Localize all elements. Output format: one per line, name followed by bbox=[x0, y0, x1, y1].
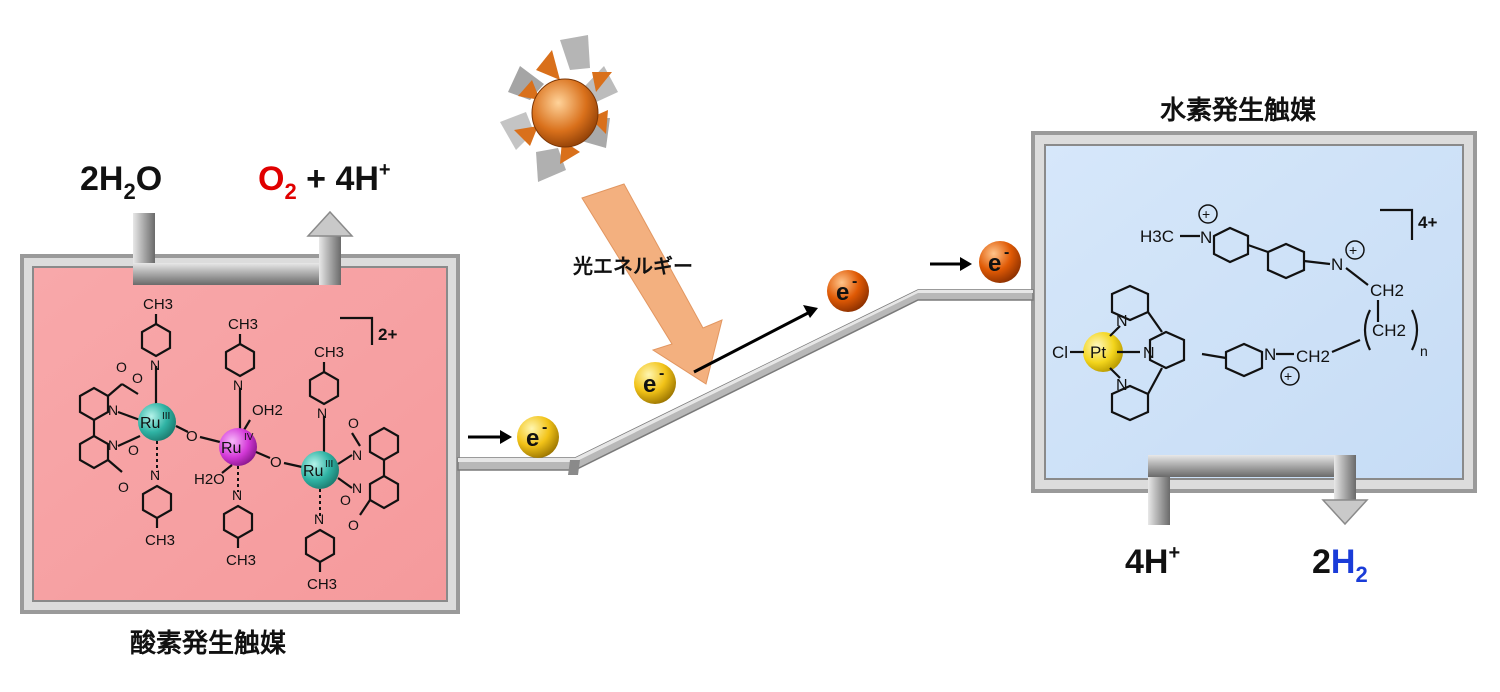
svg-text:Ru: Ru bbox=[303, 463, 323, 480]
electron-arrow-diagonal bbox=[693, 305, 818, 374]
svg-text:CH3: CH3 bbox=[226, 552, 256, 569]
svg-text:O: O bbox=[118, 479, 129, 495]
svg-text:O: O bbox=[270, 454, 282, 471]
svg-text:+: + bbox=[1284, 368, 1292, 384]
svg-text:O: O bbox=[128, 442, 139, 458]
svg-text:-: - bbox=[1004, 244, 1009, 261]
svg-text:N: N bbox=[150, 357, 160, 373]
electron-yellow-2: e - bbox=[634, 362, 676, 404]
oxygen-pipe bbox=[133, 210, 354, 285]
ru-mid-atom bbox=[219, 428, 257, 466]
svg-text:-: - bbox=[852, 273, 857, 290]
pt-complex-charge: 4+ bbox=[1418, 213, 1437, 232]
svg-text:N: N bbox=[232, 487, 242, 503]
svg-text:N: N bbox=[108, 402, 118, 418]
hydrogen-output-label: 2H2 bbox=[1312, 543, 1368, 587]
svg-text:CH3: CH3 bbox=[143, 296, 173, 313]
ru-complex-charge: 2+ bbox=[378, 325, 397, 344]
svg-text:-: - bbox=[542, 419, 547, 436]
svg-text:2H2O: 2H2O bbox=[80, 160, 162, 204]
svg-text:N: N bbox=[150, 467, 160, 483]
svg-text:e: e bbox=[643, 371, 656, 398]
svg-text:CH3: CH3 bbox=[307, 576, 337, 593]
svg-text:O: O bbox=[116, 359, 127, 375]
svg-text:Cl: Cl bbox=[1052, 343, 1068, 362]
svg-text:N: N bbox=[1200, 228, 1212, 247]
light-energy-label: 光エネルギー bbox=[572, 254, 693, 278]
svg-text:III: III bbox=[325, 459, 333, 470]
svg-text:2H2: 2H2 bbox=[1312, 543, 1368, 587]
ru-trimer-structure: 2+ CH3 N CH3 N OH2 CH3 N N N O O O bbox=[78, 296, 400, 593]
electron-orange-1: e - bbox=[827, 270, 869, 312]
svg-text:N: N bbox=[1264, 345, 1276, 364]
proton-input-label: 4H+ bbox=[1125, 542, 1180, 581]
svg-text:CH2: CH2 bbox=[1296, 347, 1330, 366]
svg-text:N: N bbox=[1116, 313, 1128, 330]
oxygen-catalyst-caption: 酸素発生触媒 bbox=[130, 629, 287, 659]
svg-text:+: + bbox=[1349, 242, 1357, 258]
svg-text:III: III bbox=[162, 411, 170, 422]
svg-text:e: e bbox=[836, 279, 849, 306]
sun-icon bbox=[500, 35, 618, 182]
svg-text:H2O: H2O bbox=[194, 471, 225, 488]
svg-text:CH2: CH2 bbox=[1370, 281, 1404, 300]
electron-orange-2: e - bbox=[979, 241, 1021, 283]
svg-text:N: N bbox=[108, 437, 118, 453]
svg-text:O: O bbox=[348, 517, 359, 533]
svg-text:e: e bbox=[988, 250, 1001, 277]
svg-text:H3C: H3C bbox=[1140, 227, 1174, 246]
electron-arrow-left bbox=[468, 430, 512, 444]
water-input-label: 2H2O bbox=[80, 160, 162, 204]
svg-text:N: N bbox=[314, 511, 324, 527]
svg-text:CH3: CH3 bbox=[228, 316, 258, 333]
svg-text:CH3: CH3 bbox=[314, 344, 344, 361]
electron-arrow-right bbox=[930, 257, 972, 271]
svg-text:O: O bbox=[340, 492, 351, 508]
pt-viologen-structure: 4+ H3C N + N + CH2 CH2 n CH2 N + N bbox=[1052, 204, 1437, 422]
svg-text:CH3: CH3 bbox=[145, 532, 175, 549]
oxygen-output-label: O2 + 4H+ bbox=[258, 159, 391, 204]
svg-text:IV: IV bbox=[244, 432, 254, 443]
svg-text:4H+: 4H+ bbox=[1125, 542, 1180, 581]
svg-text:Pt: Pt bbox=[1090, 343, 1106, 362]
hydrogen-catalyst-box bbox=[1031, 131, 1477, 493]
svg-text:n: n bbox=[1420, 343, 1428, 359]
electron-yellow-1: e - bbox=[517, 416, 559, 458]
svg-text:O: O bbox=[348, 415, 359, 431]
svg-text:N: N bbox=[1143, 345, 1155, 362]
svg-text:O2 + 4H+: O2 + 4H+ bbox=[258, 159, 391, 204]
ru-right-atom bbox=[301, 451, 339, 489]
svg-text:N: N bbox=[1116, 377, 1128, 394]
svg-text:OH2: OH2 bbox=[252, 402, 283, 419]
svg-text:N: N bbox=[233, 377, 243, 393]
electron-symbol: e bbox=[526, 425, 539, 452]
svg-text:O: O bbox=[132, 370, 143, 386]
svg-text:O: O bbox=[186, 428, 198, 445]
electron-track bbox=[457, 289, 1034, 475]
svg-text:+: + bbox=[1202, 206, 1210, 222]
svg-text:N: N bbox=[1331, 255, 1343, 274]
ru-left-atom bbox=[138, 403, 176, 441]
hydrogen-catalyst-caption: 水素発生触媒 bbox=[1160, 96, 1317, 126]
hydrogen-pipe bbox=[1148, 455, 1369, 526]
svg-text:-: - bbox=[659, 365, 664, 382]
svg-text:CH2: CH2 bbox=[1372, 321, 1406, 340]
svg-text:N: N bbox=[317, 405, 327, 421]
svg-text:N: N bbox=[352, 447, 362, 463]
light-energy-arrow bbox=[581, 183, 723, 385]
pt-atom bbox=[1083, 332, 1123, 372]
svg-text:N: N bbox=[352, 480, 362, 496]
svg-text:Ru: Ru bbox=[221, 440, 241, 457]
svg-text:Ru: Ru bbox=[140, 415, 160, 432]
